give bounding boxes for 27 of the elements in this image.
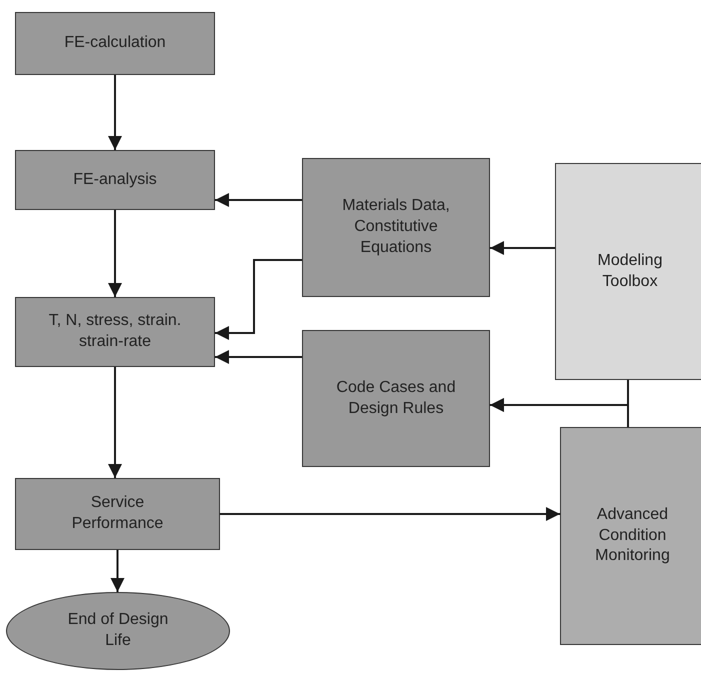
process-box (15, 12, 215, 75)
arrow (110, 550, 124, 592)
node-label: T, N, stress, strain. strain-rate (48, 311, 182, 352)
process-box (15, 150, 215, 210)
node-label: Advanced Condition Monitoring (594, 504, 671, 566)
process-box (15, 478, 220, 550)
arrow (220, 507, 560, 521)
node-label: End of Design Life (66, 610, 170, 651)
arrow (108, 367, 122, 478)
arrow (215, 259, 302, 340)
node-label: Service Performance (70, 493, 164, 534)
arrow (490, 241, 555, 255)
node-label: FE-calculation (64, 33, 166, 54)
arrow (490, 398, 629, 427)
arrow (215, 350, 302, 364)
process-box (560, 427, 701, 645)
arrow (215, 193, 302, 207)
process-box (15, 297, 215, 367)
node-label: Materials Data, Constitutive Equations (341, 196, 451, 258)
node-label: FE-analysis (73, 170, 157, 190)
process-box (302, 158, 490, 297)
node-label: Code Cases and Design Rules (335, 378, 457, 418)
arrow (108, 210, 122, 297)
process-box (555, 163, 701, 380)
node-label: Modeling Toolbox (596, 250, 664, 292)
process-box (302, 330, 490, 467)
arrow (108, 75, 122, 150)
